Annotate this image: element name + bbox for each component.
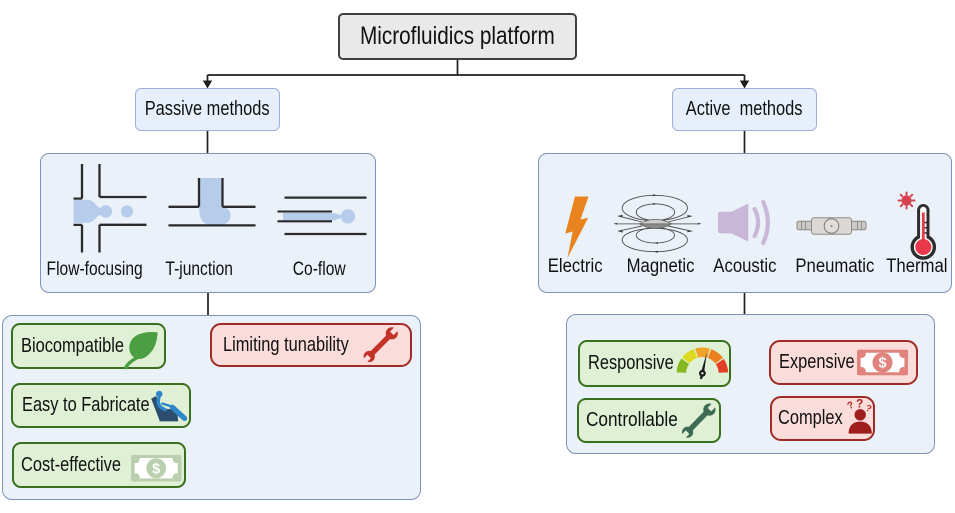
svg-text:$: $ <box>878 356 886 372</box>
svg-text:?: ? <box>856 397 863 411</box>
svg-text:$: $ <box>152 461 160 477</box>
svg-text:?: ? <box>846 400 856 413</box>
svg-text:?: ? <box>864 403 873 414</box>
